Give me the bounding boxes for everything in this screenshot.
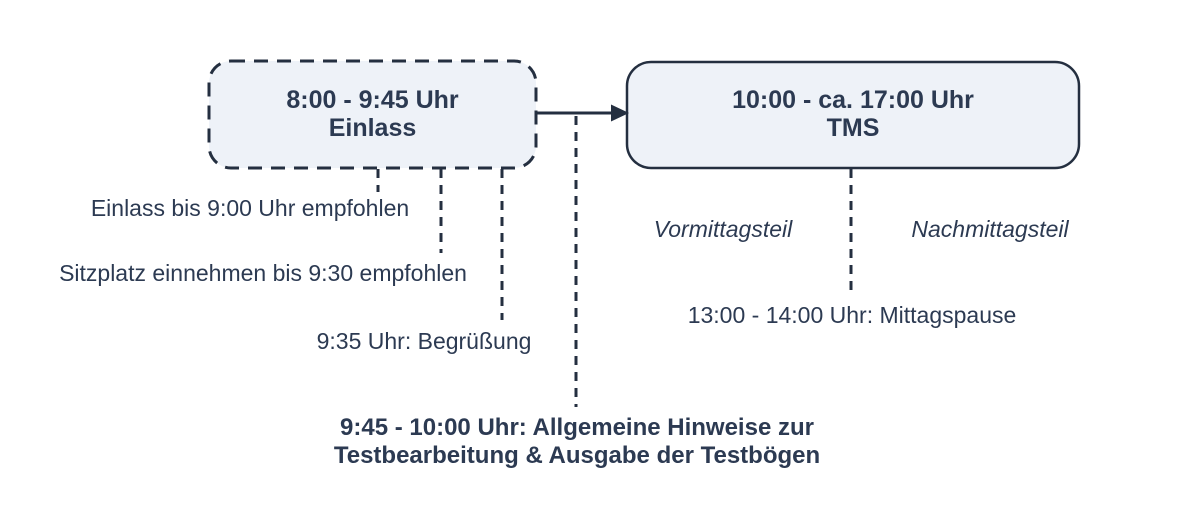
tms-box-outline: [625, 60, 1081, 170]
note-hinweise-line2: Testbearbeitung & Ausgabe der Testbögen: [333, 442, 821, 469]
einlass-box-outline: [207, 59, 538, 170]
note-einlass-empfehlung: Einlass bis 9:00 Uhr empfohlen: [90, 195, 410, 221]
note-begruessung: 9:35 Uhr: Begrüßung: [316, 328, 532, 354]
note-mittagspause: 13:00 - 14:00 Uhr: Mittagspause: [687, 302, 1017, 328]
arrow-head-icon: [611, 104, 629, 122]
note-hinweise-line1: 9:45 - 10:00 Uhr: Allgemeine Hinweise zu…: [340, 414, 814, 441]
note-sitzplatz-empfehlung: Sitzplatz einnehmen bis 9:30 empfohlen: [59, 260, 467, 286]
label-vormittagsteil: Vormittagsteil: [653, 216, 793, 242]
note-hinweise: 9:45 - 10:00 Uhr: Allgemeine Hinweise zu…: [334, 414, 820, 470]
label-nachmittagsteil: Nachmittagsteil: [911, 216, 1069, 242]
